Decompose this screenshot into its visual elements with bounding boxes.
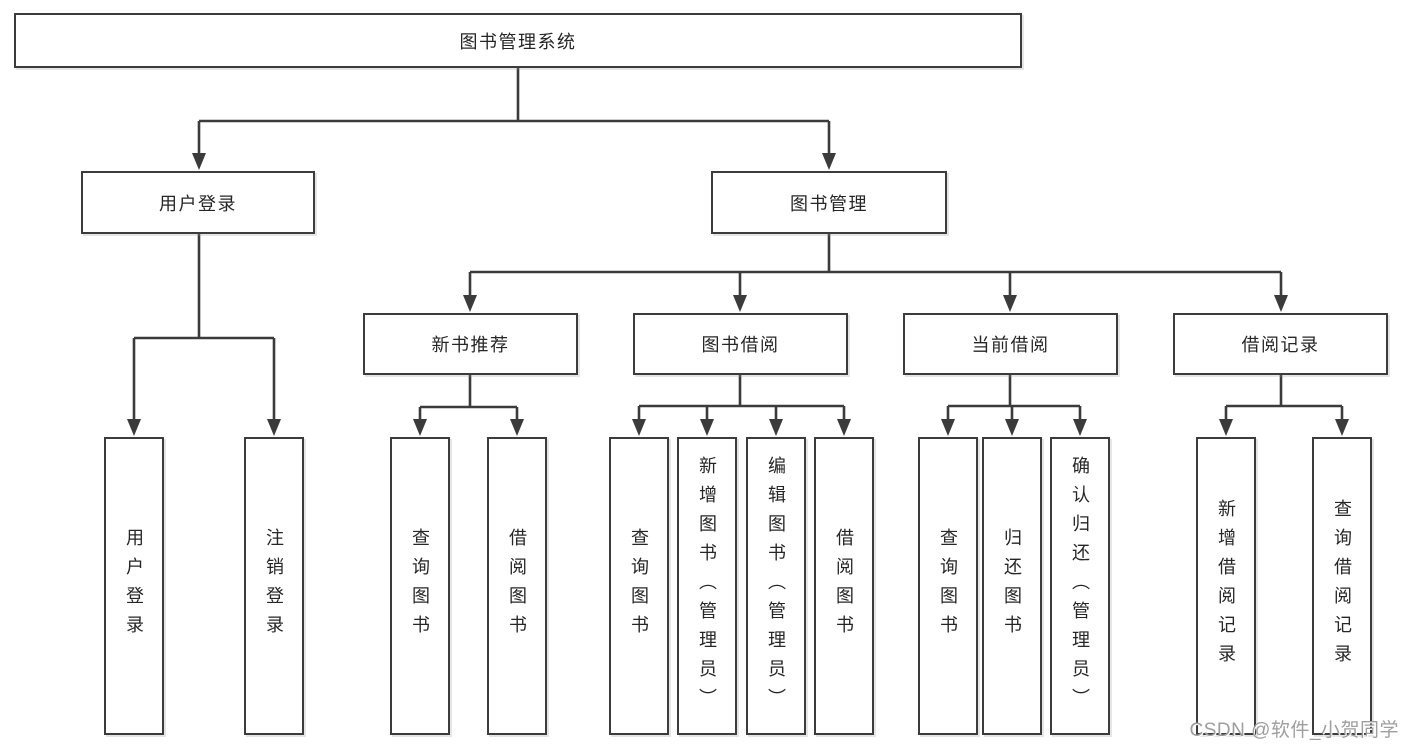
node-user-login: 用户登录 [81,171,315,234]
leaf-borrowing-add-books-admin: 新增图书（管理员） [677,437,737,735]
leaf-label: 归还图书 [1002,528,1022,644]
leaf-borrowing-query-books: 查询图书 [609,437,669,735]
node-label: 图书借阅 [701,335,780,355]
leaf-label: 查询借阅记录 [1332,499,1352,673]
leaf-label: 编辑图书（管理员） [766,455,786,717]
leaf-current-query-books: 查询图书 [918,437,978,735]
leaf-label: 查询图书 [629,528,649,644]
leaf-newbooks-borrow-books: 借阅图书 [487,437,547,735]
leaf-records-add-record: 新增借阅记录 [1196,437,1256,735]
leaf-label: 新增借阅记录 [1216,499,1236,673]
leaf-borrowing-borrow-books: 借阅图书 [814,437,874,735]
leaf-logout: 注销登录 [244,437,304,735]
node-current-borrowing: 当前借阅 [903,313,1118,375]
watermark: CSDN @软件_小贺同学 [1189,720,1399,741]
node-label: 用户登录 [159,193,237,214]
node-root: 图书管理系统 [14,13,1022,68]
leaf-label: 查询图书 [410,528,430,644]
leaf-label: 借阅图书 [507,528,527,644]
node-label: 图书管理 [790,193,868,214]
leaf-records-query-record: 查询借阅记录 [1312,437,1372,735]
node-label: 当前借阅 [971,335,1050,355]
node-book-management: 图书管理 [711,171,947,234]
leaf-label: 查询图书 [938,528,958,644]
node-borrowing-records: 借阅记录 [1173,313,1388,375]
leaf-label: 用户登录 [124,528,144,644]
node-new-book-recommendation: 新书推荐 [363,313,578,375]
node-label: 新书推荐 [431,335,510,355]
node-book-borrowing: 图书借阅 [633,313,848,375]
leaf-label: 注销登录 [264,528,284,644]
leaf-label: 确认归还（管理员） [1070,455,1090,717]
leaf-current-confirm-return-admin: 确认归还（管理员） [1050,437,1110,735]
leaf-label: 借阅图书 [834,528,854,644]
leaf-current-return-books: 归还图书 [982,437,1042,735]
leaf-newbooks-query-books: 查询图书 [390,437,450,735]
leaf-user-login: 用户登录 [104,437,164,735]
node-label: 图书管理系统 [459,31,577,52]
leaf-label: 新增图书（管理员） [697,455,717,717]
leaf-borrowing-edit-books-admin: 编辑图书（管理员） [746,437,806,735]
node-label: 借阅记录 [1241,335,1320,355]
